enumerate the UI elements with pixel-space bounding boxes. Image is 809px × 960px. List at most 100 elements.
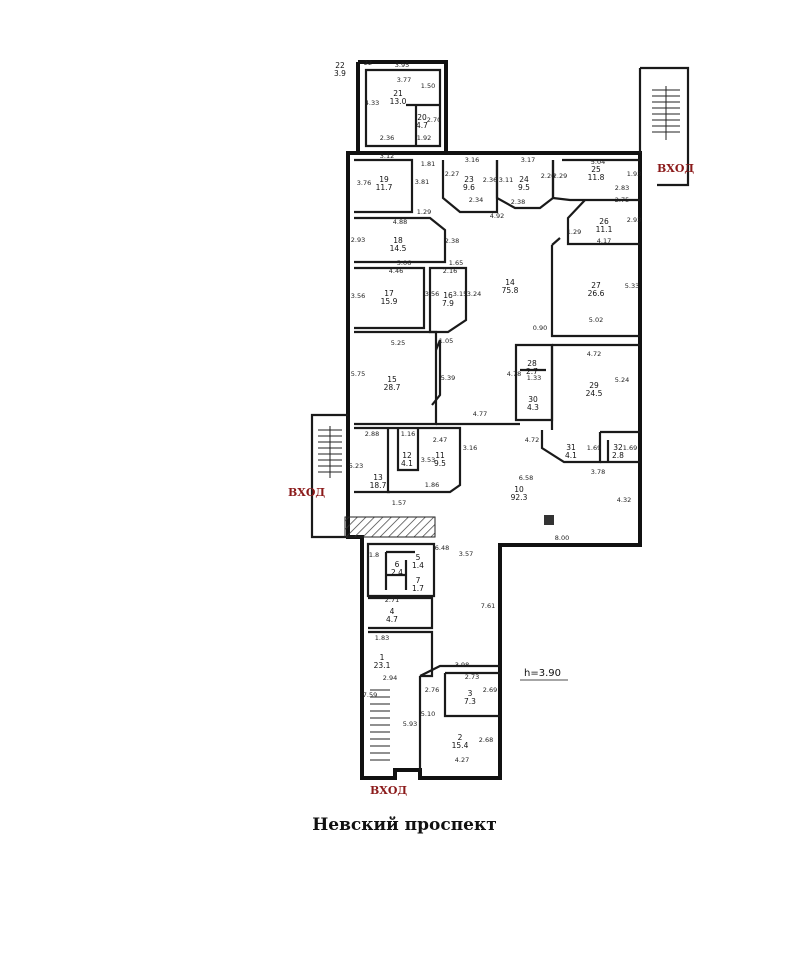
room-number: 26: [599, 217, 609, 226]
room-area: 2.8: [612, 451, 624, 460]
dimension-label: 3.11: [499, 176, 513, 184]
dimension-label: 1.50: [421, 82, 435, 90]
room-area: 11.8: [588, 173, 605, 182]
dimension-label: 1.65: [449, 259, 463, 267]
room-area: 18.7: [370, 481, 387, 490]
dimension-label: 4.32: [617, 496, 631, 504]
room-number: 11: [435, 451, 445, 460]
dimension-label: 6.48: [435, 544, 449, 552]
dimension-label: 8.00: [555, 534, 569, 542]
dimension-label: 7.61: [481, 602, 495, 610]
dimension-label: 5.06: [397, 259, 411, 267]
dimension-label: 3.15: [453, 290, 467, 298]
room-number: 4: [390, 607, 395, 616]
dimension-label: 2.20: [541, 172, 555, 180]
dimension-label: 5.02: [589, 316, 603, 324]
room-number: 12: [402, 451, 412, 460]
dimension-label: 2.29: [553, 172, 567, 180]
room-area: 14.5: [390, 244, 407, 253]
ceiling-height: h=3.90: [524, 668, 561, 679]
room-area: 9.5: [518, 183, 530, 192]
dimension-label: 2.34: [469, 196, 483, 204]
dimension-label: 1.83: [375, 634, 389, 642]
dimension-label: 1.69: [623, 444, 637, 452]
room-number: 10: [514, 485, 524, 494]
dimension-label: 3.78: [591, 468, 605, 476]
dimension-label: 1.69: [587, 444, 601, 452]
dimension-label: 1.81: [421, 160, 435, 168]
dimension-label: 2.27: [445, 170, 459, 178]
dimension-label: 22: [364, 59, 372, 67]
dimension-label: 1.57: [392, 499, 406, 507]
room-area: 75.8: [502, 286, 519, 295]
dimension-label: 2.93: [351, 236, 365, 244]
dimension-label: 1.29: [417, 208, 431, 216]
dimension-label: 5.39: [441, 374, 455, 382]
dimension-label: 5.24: [615, 376, 629, 384]
room-number: 27: [591, 281, 601, 290]
dimension-label: 3.57: [459, 550, 473, 558]
dimension-label: 4.88: [393, 218, 407, 226]
dimension-label: 4.46: [389, 267, 403, 275]
room-number: 20: [417, 113, 427, 122]
room-area: 2.7: [526, 367, 538, 376]
room-area: 15.4: [452, 741, 469, 750]
dimension-label: 3.56: [425, 290, 439, 298]
room-area: 9.5: [434, 459, 446, 468]
dimension-label: 4.27: [455, 756, 469, 764]
room-number: 13: [373, 473, 383, 482]
room-number: 24: [519, 175, 529, 184]
room-number: 28: [527, 359, 537, 368]
dimension-label: 3.56: [351, 292, 365, 300]
dimension-label: 2.70: [427, 116, 441, 124]
entrance-label-left: ВХОД: [288, 486, 325, 499]
room-number: 15: [387, 375, 397, 384]
dimension-label: 3.16: [463, 444, 477, 452]
room-area: 1.4: [412, 561, 424, 570]
dimension-label: 4.92: [490, 212, 504, 220]
dimension-label: 0.90: [533, 324, 547, 332]
dimension-label: 3.53: [421, 456, 435, 464]
dimension-label: 2.88: [365, 430, 379, 438]
dimension-label: 3.77: [397, 76, 411, 84]
room-number: 1: [380, 653, 385, 662]
room-number: 29: [589, 381, 599, 390]
dimension-label: 1.16: [401, 430, 415, 438]
entrance-label-right: ВХОД: [657, 162, 694, 175]
room-number: 21: [393, 89, 403, 98]
room-area: 92.3: [511, 493, 528, 502]
dimension-label: 2.68: [479, 736, 493, 744]
room-area: 4.7: [416, 121, 428, 130]
room-area: 3.9: [334, 69, 346, 78]
room-number: 14: [505, 278, 515, 287]
dimension-label: 2.73: [465, 673, 479, 681]
dimension-label: 1.93: [627, 170, 641, 178]
room-number: 18: [393, 236, 403, 245]
dimension-label: 7.59: [363, 691, 377, 699]
dimension-label: 2.94: [383, 674, 397, 682]
room-number: 30: [528, 395, 538, 404]
dimension-label: 2.47: [433, 436, 447, 444]
room-number: 16: [443, 291, 453, 300]
dimension-label: 1.05: [439, 337, 453, 345]
room-area: 28.7: [384, 383, 401, 392]
dimension-label: 5.93: [403, 720, 417, 728]
room-number: 23: [464, 175, 474, 184]
room-area: 26.6: [588, 289, 605, 298]
dimension-label: 5.10: [421, 710, 435, 718]
dimension-label: 6.58: [519, 474, 533, 482]
dimension-label: 1.86: [425, 481, 439, 489]
room-area: 24.5: [586, 389, 603, 398]
dimension-label: 1.92: [417, 134, 431, 142]
room-area: 7.3: [464, 697, 476, 706]
room-area: 15.9: [381, 297, 398, 306]
stairs-right: [652, 86, 680, 140]
room-number: 7: [416, 576, 421, 585]
interior-walls: [354, 68, 640, 770]
dimension-label: 2.83: [615, 184, 629, 192]
room-area: 9.6: [463, 183, 475, 192]
dimension-label: 3.24: [467, 290, 481, 298]
dimension-label: 3.17: [521, 156, 535, 164]
dimension-label: 5.33: [625, 282, 639, 290]
